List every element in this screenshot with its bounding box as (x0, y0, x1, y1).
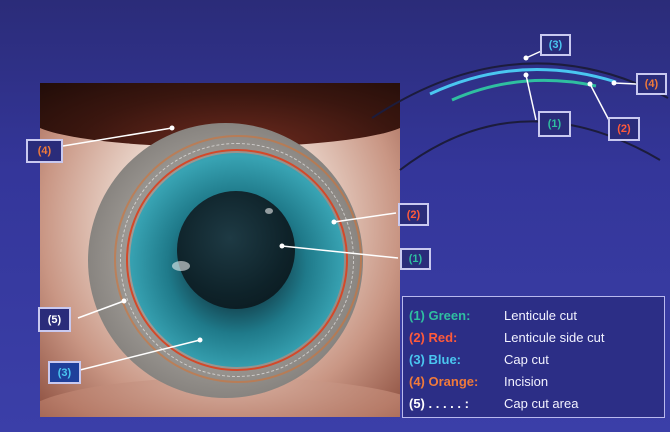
legend-key: (2) Red: (409, 330, 504, 345)
legend-key: (5) . . . . . : (409, 396, 504, 411)
legend-item: (4) Orange: Incision (409, 370, 656, 392)
legend-text: Lenticule cut (504, 308, 577, 323)
legend-text: Cap cut (504, 352, 549, 367)
callout-lenticule-side-cut-section: (2) (608, 117, 640, 141)
callout-lenticule-cut-section: (1) (538, 111, 571, 137)
lenticule-cut-line (452, 80, 596, 100)
legend-text: Lenticule side cut (504, 330, 604, 345)
legend-key: (3) Blue: (409, 352, 504, 367)
callout-lenticule-side-cut-photo: (2) (398, 203, 429, 226)
legend-item: (2) Red: Lenticule side cut (409, 326, 656, 348)
corneal-surface-curve (372, 63, 668, 118)
legend: (1) Green: Lenticule cut (2) Red: Lentic… (402, 296, 665, 418)
legend-item: (5) . . . . . : Cap cut area (409, 392, 656, 414)
callout-cap-cut-section: (3) (540, 34, 571, 56)
legend-text: Incision (504, 374, 548, 389)
legend-key: (1) Green: (409, 308, 504, 323)
legend-text: Cap cut area (504, 396, 578, 411)
legend-item: (1) Green: Lenticule cut (409, 304, 656, 326)
callout-cap-cut-photo: (3) (48, 361, 81, 384)
callout-cap-cut-area-photo: (5) (38, 307, 71, 332)
legend-item: (3) Blue: Cap cut (409, 348, 656, 370)
callout-incision-photo: (4) (26, 139, 63, 163)
legend-key: (4) Orange: (409, 374, 504, 389)
callout-lenticule-cut-photo: (1) (400, 248, 431, 270)
callout-incision-section: (4) (636, 73, 667, 95)
